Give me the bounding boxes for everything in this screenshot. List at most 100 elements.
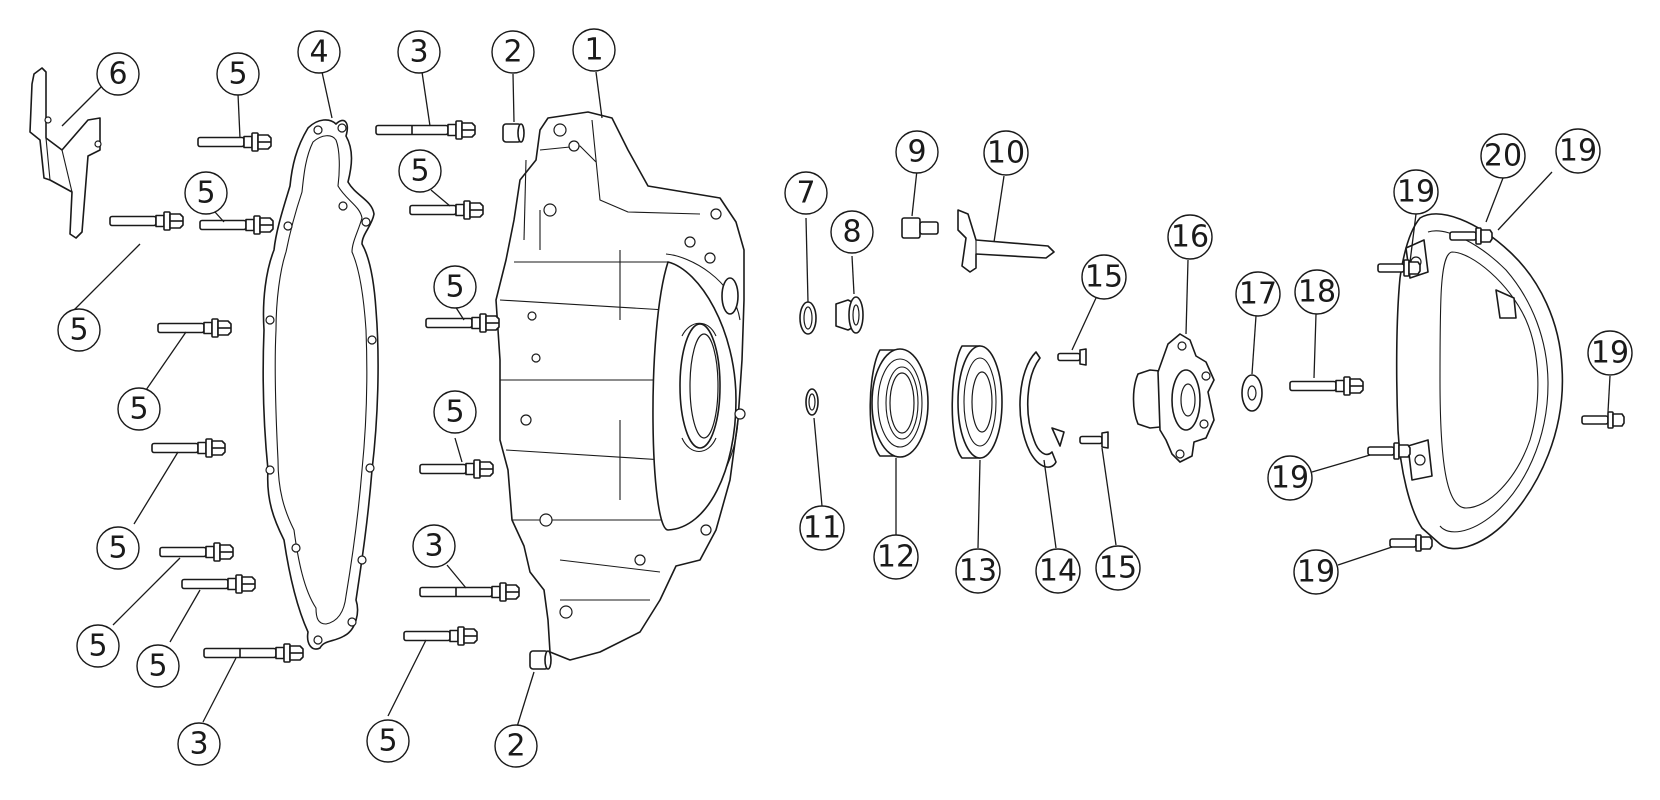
callout-4-circle: [297, 30, 341, 74]
callout-19-e-circle: [1293, 549, 1339, 595]
callout-20: 20: [1480, 133, 1526, 179]
callout-15-a-circle: [1081, 254, 1127, 300]
callout-3-a-circle: [397, 30, 441, 74]
callout-4: 4: [297, 30, 341, 74]
callout-18-label: 18: [1298, 275, 1336, 310]
bolt-5-k: [403, 626, 478, 646]
callout-18: 18: [1294, 269, 1340, 315]
callout-3-b: 3: [412, 524, 456, 568]
callout-2-b-circle: [494, 724, 538, 768]
callout-15-a: 15: [1081, 254, 1127, 300]
callout-18-circle: [1294, 269, 1340, 315]
callout-10-label: 10: [987, 136, 1025, 171]
bolt-19-b: [1377, 259, 1421, 277]
bolt-5-e: [151, 438, 226, 458]
callout-16: 16: [1167, 214, 1213, 260]
sleeve-2-a: [502, 123, 525, 143]
callout-7-label: 7: [796, 176, 815, 211]
main-cover-housing-part: [495, 111, 746, 661]
callout-19-e-label: 19: [1297, 555, 1335, 590]
callout-5-a: 5: [216, 52, 260, 96]
sleeve-2-b: [529, 650, 552, 670]
callout-5-h-label: 5: [108, 531, 127, 566]
bolt-3-a: [375, 120, 476, 140]
gasket-part: [262, 119, 379, 650]
callout-13-label: 13: [959, 554, 997, 589]
plate-10: [957, 209, 1055, 273]
callout-5-e: 5: [433, 265, 477, 309]
callout-12: 12: [873, 534, 919, 580]
callout-20-label: 20: [1484, 139, 1522, 174]
o-ring-7: [799, 301, 817, 335]
callout-2-a: 2: [491, 30, 535, 74]
callout-13: 13: [955, 548, 1001, 594]
callout-9-label: 9: [907, 135, 926, 170]
callout-1-label: 1: [584, 33, 603, 68]
callout-19-e: 19: [1293, 549, 1339, 595]
bolt-5-a: [197, 132, 272, 152]
callout-6: 6: [96, 52, 140, 96]
bolt-5-c: [199, 215, 274, 235]
callout-5-f-label: 5: [129, 392, 148, 427]
callout-8-circle: [830, 210, 874, 254]
callout-2-a-circle: [491, 30, 535, 74]
callout-10: 10: [983, 130, 1029, 176]
callout-5-i-label: 5: [88, 629, 107, 664]
callout-5-c-circle: [398, 149, 442, 193]
callout-17-label: 17: [1239, 277, 1277, 312]
callout-5-c-label: 5: [410, 154, 429, 189]
callout-5-h-circle: [96, 526, 140, 570]
outer-cover-part: [1395, 213, 1564, 550]
callout-5-c: 5: [398, 149, 442, 193]
screw-15-a: [1057, 348, 1087, 366]
callout-19-d-circle: [1267, 455, 1313, 501]
callout-15-b-label: 15: [1099, 551, 1137, 586]
callout-19-b-circle: [1393, 169, 1439, 215]
callout-2-b-label: 2: [506, 729, 525, 764]
callout-10-circle: [983, 130, 1029, 176]
bolt-18: [1289, 376, 1364, 396]
callout-12-circle: [873, 534, 919, 580]
callout-3-c-circle: [177, 722, 221, 766]
callout-15-b: 15: [1095, 545, 1141, 591]
callout-3-c-label: 3: [189, 727, 208, 762]
callout-13-circle: [955, 548, 1001, 594]
callout-5-k: 5: [366, 719, 410, 763]
callout-5-k-circle: [366, 719, 410, 763]
callout-5-d-circle: [57, 308, 101, 352]
screw-15-b: [1079, 431, 1109, 449]
callout-5-g-circle: [433, 390, 477, 434]
callout-14-label: 14: [1039, 554, 1077, 589]
callout-12-label: 12: [877, 540, 915, 575]
bolt-5-g: [181, 574, 256, 594]
callout-5-g: 5: [433, 390, 477, 434]
callout-19-a: 19: [1555, 128, 1601, 174]
callout-3-a: 3: [397, 30, 441, 74]
callout-17: 17: [1235, 271, 1281, 317]
callout-5-d: 5: [57, 308, 101, 352]
callout-3-a-label: 3: [409, 35, 428, 70]
callout-11-circle: [799, 505, 845, 551]
bracket-part: [29, 67, 102, 239]
callout-8-label: 8: [842, 215, 861, 250]
circlip-14: [1019, 351, 1065, 468]
callout-5-j-label: 5: [148, 649, 167, 684]
callout-20-circle: [1480, 133, 1526, 179]
callout-5-f-circle: [117, 387, 161, 431]
callout-5-a-label: 5: [228, 57, 247, 92]
callout-3-c: 3: [177, 722, 221, 766]
callout-19-c-label: 19: [1591, 336, 1629, 371]
callout-7: 7: [784, 171, 828, 215]
callout-5-h: 5: [96, 526, 140, 570]
callout-2-a-label: 2: [503, 35, 522, 70]
callout-11-label: 11: [803, 511, 841, 546]
plug-8: [835, 296, 864, 334]
bearing-12: [869, 348, 929, 458]
washer-17: [1241, 374, 1263, 412]
callout-1: 1: [572, 28, 616, 72]
callout-19-d: 19: [1267, 455, 1313, 501]
callout-19-d-label: 19: [1271, 461, 1309, 496]
callout-5-k-label: 5: [378, 724, 397, 759]
callout-6-label: 6: [108, 57, 127, 92]
